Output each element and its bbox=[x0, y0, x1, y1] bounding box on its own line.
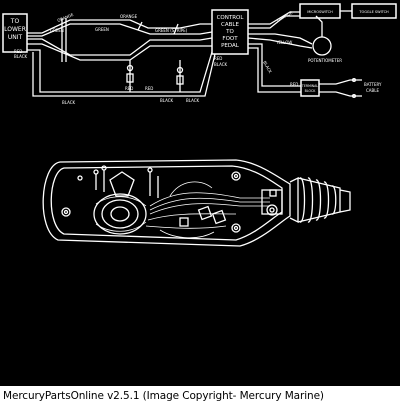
microswitch-box: MICROSWITCH bbox=[299, 3, 341, 19]
microswitch-label: MICROSWITCH bbox=[307, 10, 333, 14]
motor-head-housing bbox=[42, 159, 351, 247]
image-caption: MercuryPartsOnline v2.5.1 (Image Copyrig… bbox=[3, 390, 324, 402]
wire-label-green-1: GREEN bbox=[50, 28, 64, 33]
wire-label-orange-1: ORANGE bbox=[57, 12, 75, 23]
lower-unit-box: TO LOWER UNIT bbox=[2, 13, 28, 53]
wire-label-green-2: GREEN bbox=[95, 27, 109, 32]
upper-harness-wires bbox=[27, 18, 216, 97]
battery-cable-label-2: CABLE bbox=[366, 88, 380, 93]
battery-cable-label-1: BATTERY bbox=[364, 82, 382, 87]
lower-unit-label-2: LOWER bbox=[4, 26, 26, 33]
wire-label-black-2: BLACK bbox=[62, 100, 76, 105]
terminal-block-label-1: TERMINAL bbox=[301, 84, 318, 88]
wire-label-red-1: RED bbox=[14, 49, 22, 54]
control-cable-label-2: CABLE bbox=[221, 22, 239, 28]
control-cable-box: CONTROL CABLE TO FOOT PEDAL bbox=[211, 9, 249, 55]
terminal-block-label-2: BLOCK bbox=[305, 89, 317, 93]
control-cable-label-3: TO bbox=[225, 29, 234, 35]
wire-label-red-4: RED bbox=[214, 56, 222, 61]
wire-label-red-5: RED bbox=[290, 82, 298, 87]
wire-label-red-2: RED bbox=[125, 86, 133, 91]
control-cable-label-5: PEDAL bbox=[221, 43, 240, 49]
terminal-block-box: TERMINAL BLOCK bbox=[300, 79, 320, 97]
wiring-diagram: TO LOWER UNIT CONTROL CABLE TO FOOT PEDA… bbox=[2, 3, 397, 247]
lower-unit-label-1: TO bbox=[10, 18, 20, 25]
control-cable-label-1: CONTROL bbox=[217, 15, 245, 21]
wire-label-red-3: RED bbox=[145, 86, 153, 91]
wire-label-green-stripe: GREEN (STRIPE) bbox=[155, 28, 188, 33]
toggle-switch-label: TOGGLE SWITCH bbox=[358, 10, 389, 14]
right-harness-wires bbox=[247, 10, 362, 99]
diagram-viewer: TO LOWER UNIT CONTROL CABLE TO FOOT PEDA… bbox=[0, 0, 400, 386]
wire-label-black-5: BLACK bbox=[214, 62, 228, 67]
wire-label-orange-2: ORANGE bbox=[120, 14, 138, 19]
wire-label-black-1: BLACK bbox=[14, 54, 28, 59]
potentiometer-label: POTENTIOMETER bbox=[308, 58, 342, 63]
lower-unit-label-3: UNIT bbox=[8, 34, 23, 41]
wire-label-black-4: BLACK bbox=[186, 98, 200, 103]
wire-label-black-3: BLACK bbox=[160, 98, 174, 103]
wire-label-black-6: BLACK bbox=[262, 60, 273, 74]
wire-label-yellow: YELLOW bbox=[275, 40, 292, 45]
control-cable-label-4: FOOT bbox=[222, 36, 238, 42]
toggle-switch-box: TOGGLE SWITCH bbox=[351, 3, 397, 19]
